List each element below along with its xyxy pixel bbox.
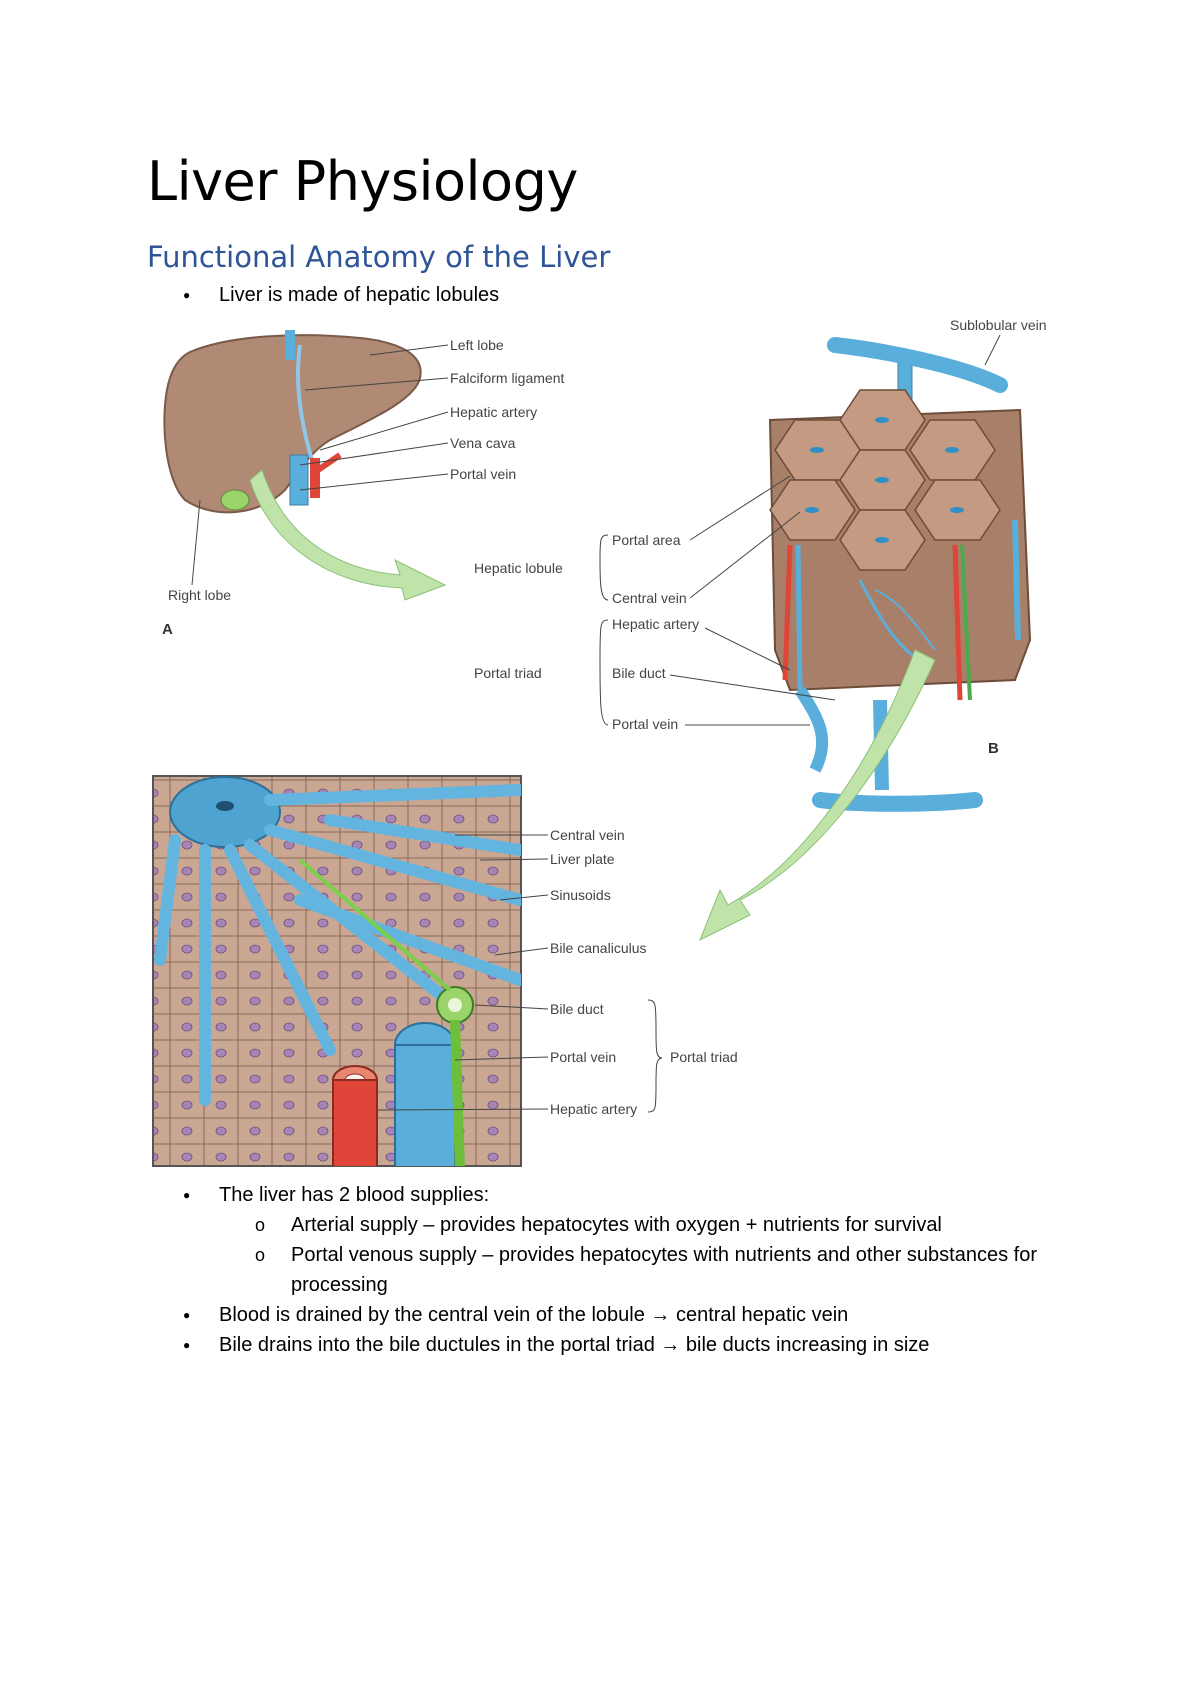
bullet-item: Bile drains into the bile ductules in th…	[147, 1330, 1047, 1360]
document-title: Liver Physiology	[147, 150, 578, 213]
label-hepatic-artery-c: Hepatic artery	[550, 1101, 637, 1117]
label-portal-vein-a: Portal vein	[450, 466, 516, 482]
label-falciform-ligament: Falciform ligament	[450, 370, 564, 386]
label-central-vein-c: Central vein	[550, 827, 625, 843]
label-hepatic-lobule: Hepatic lobule	[474, 560, 563, 576]
bullet-item: The liver has 2 blood supplies: Arterial…	[147, 1180, 1047, 1300]
sub-bullet-list: Arterial supply – provides hepatocytes w…	[219, 1210, 1047, 1300]
label-left-lobe: Left lobe	[450, 337, 504, 353]
label-hepatic-artery-a: Hepatic artery	[450, 404, 537, 420]
label-portal-triad-b: Portal triad	[474, 665, 542, 681]
label-sublobular-vein: Sublobular vein	[950, 317, 1047, 333]
label-bile-canaliculus: Bile canaliculus	[550, 940, 647, 956]
section-heading: Functional Anatomy of the Liver	[147, 240, 611, 274]
label-portal-area: Portal area	[612, 532, 681, 548]
label-bile-duct-c: Bile duct	[550, 1001, 604, 1017]
sub-bullet-item: Portal venous supply – provides hepatocy…	[147, 1240, 1047, 1300]
label-bile-duct-b: Bile duct	[612, 665, 666, 681]
panel-label-b: B	[988, 740, 999, 757]
label-portal-triad-c: Portal triad	[670, 1049, 738, 1065]
panel-label-a: A	[162, 621, 173, 638]
label-vena-cava: Vena cava	[450, 435, 516, 451]
lobule-microstructure-illustration: Central vein Liver plate Sinusoids Bile …	[152, 775, 738, 1167]
label-portal-vein-c: Portal vein	[550, 1049, 616, 1065]
sub-bullet-item: Arterial supply – provides hepatocytes w…	[147, 1210, 1047, 1240]
bullet-item: Blood is drained by the central vein of …	[147, 1300, 1047, 1330]
whole-liver-illustration: Left lobe Falciform ligament Hepatic art…	[162, 330, 564, 638]
label-central-vein-b: Central vein	[612, 590, 687, 606]
intro-bullet-list: Liver is made of hepatic lobules	[147, 280, 1107, 310]
label-portal-vein-b: Portal vein	[612, 716, 678, 732]
bullet-text: The liver has 2 blood supplies:	[219, 1184, 490, 1206]
label-sinusoids: Sinusoids	[550, 887, 611, 903]
hepatic-lobule-illustration: Sublobular vein	[474, 317, 1047, 942]
label-liver-plate: Liver plate	[550, 851, 615, 867]
bullet-item: Liver is made of hepatic lobules	[147, 280, 1107, 310]
blood-supply-bullet-list: The liver has 2 blood supplies: Arterial…	[147, 1180, 1047, 1360]
label-hepatic-artery-b: Hepatic artery	[612, 616, 699, 632]
label-right-lobe: Right lobe	[168, 587, 231, 603]
